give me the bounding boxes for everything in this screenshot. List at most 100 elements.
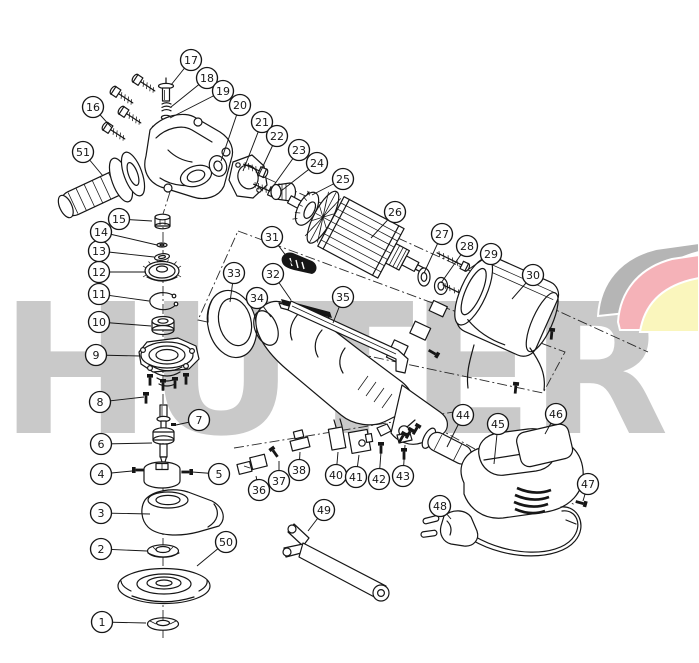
callout-35: 35 (331, 285, 355, 324)
part-20-gear-housing (144, 113, 234, 200)
callout-4: 4 (89, 462, 133, 486)
part-51-handle (57, 151, 146, 219)
callout-5: 5 (191, 462, 231, 486)
callout-11: 11 (87, 282, 150, 306)
callout-circle (428, 494, 452, 518)
callout-49: 49 (307, 498, 336, 532)
part-18-spring (161, 102, 172, 112)
callout-26: 26 (370, 200, 407, 239)
callout-circle (312, 498, 336, 522)
part-48-power-plug (420, 506, 582, 557)
callout-circle (245, 286, 269, 310)
part-50-grinding-disc (117, 567, 211, 605)
callout-number: 15 (112, 213, 126, 226)
part-16-screws (100, 72, 158, 144)
callout-circle (88, 390, 112, 414)
callout-number: 2 (98, 543, 105, 556)
callout-32: 32 (261, 262, 292, 301)
callout-number: 33 (227, 267, 241, 280)
callout-number: 46 (549, 408, 563, 421)
callout-number: 1 (99, 616, 106, 629)
part-33-cover-ring (206, 289, 258, 359)
callout-27: 27 (423, 222, 454, 274)
part-38-bracket (289, 429, 311, 452)
part-36-brush-holder (236, 453, 268, 475)
part-21-flange-plate (228, 154, 268, 199)
callout-circle (451, 403, 475, 427)
callout-number: 25 (336, 173, 350, 186)
callout-circle (267, 469, 291, 493)
callout-50: 50 (196, 530, 238, 567)
callout-circle (430, 222, 454, 246)
callout-8: 8 (88, 390, 145, 414)
callout-19: 19 (169, 79, 235, 119)
callout-circle (207, 462, 231, 486)
callout-43: 43 (391, 444, 415, 488)
part-26-armature (286, 190, 425, 279)
callout-number: 19 (216, 85, 230, 98)
part-46-label (516, 423, 574, 468)
callout-23: 23 (268, 138, 311, 193)
part-47-screw (574, 498, 588, 508)
callout-31: 31 (260, 225, 294, 266)
callout-number: 18 (200, 72, 214, 85)
callout-1: 1 (90, 610, 147, 634)
callout-circle (287, 458, 311, 482)
callout-37: 37 (267, 461, 291, 493)
callout-48: 48 (428, 494, 452, 520)
part-3-wheel-guard (141, 489, 224, 536)
callout-number: 49 (317, 504, 331, 517)
callout-9: 9 (84, 343, 141, 367)
callout-44: 44 (446, 403, 475, 448)
callout-number: 44 (456, 409, 470, 422)
callout-16: 16 (81, 95, 113, 129)
callout-number: 47 (581, 478, 595, 491)
dashed-detail-box (197, 230, 566, 394)
part-9-spindle-flange (138, 337, 200, 387)
part-42-screw-bracket (376, 423, 392, 454)
part-30-stator (454, 256, 560, 394)
part-12-gear-wheel (142, 259, 182, 282)
callout-number: 9 (93, 349, 100, 362)
callout-7: 7 (175, 408, 211, 432)
callout-2: 2 (89, 537, 148, 561)
part-6-7-spindle (152, 404, 176, 463)
callout-number: 7 (196, 414, 203, 427)
callout-3: 3 (89, 501, 151, 525)
callout-circle (107, 207, 131, 231)
callout-number: 10 (92, 316, 106, 329)
callout-circle (84, 343, 108, 367)
part-49-pin-wrench (282, 523, 390, 602)
part-13-washer (153, 253, 171, 261)
part-1-clamp-washer (146, 617, 180, 631)
callout-51: 51 (71, 140, 104, 177)
callout-number: 5 (216, 468, 223, 481)
part-17-lock-pin (157, 77, 175, 102)
callout-circle (331, 285, 355, 309)
callout-number: 45 (491, 418, 505, 431)
callout-47: 47 (576, 472, 600, 502)
part-8-screws (143, 373, 189, 404)
callout-number: 38 (292, 464, 306, 477)
callout-number: 31 (265, 231, 279, 244)
callout-number: 32 (266, 268, 280, 281)
part-27-bearing (417, 267, 431, 287)
callout-circle (576, 472, 600, 496)
huter-logo (596, 241, 699, 333)
part-40-connector (327, 418, 347, 451)
callout-circle (521, 263, 545, 287)
callout-circle (228, 93, 252, 117)
callout-circle (71, 140, 95, 164)
callout-circle (455, 234, 479, 258)
part-14-washer (156, 242, 168, 248)
callout-circle (479, 242, 503, 266)
callout-number: 20 (233, 99, 247, 112)
callout-number: 43 (396, 470, 410, 483)
callout-34: 34 (245, 286, 272, 318)
callout-22: 22 (257, 124, 289, 178)
logo-ribbon-yellow (638, 276, 699, 333)
callout-12: 12 (87, 260, 146, 284)
callout-circle (486, 412, 510, 436)
callout-number: 36 (252, 484, 266, 497)
